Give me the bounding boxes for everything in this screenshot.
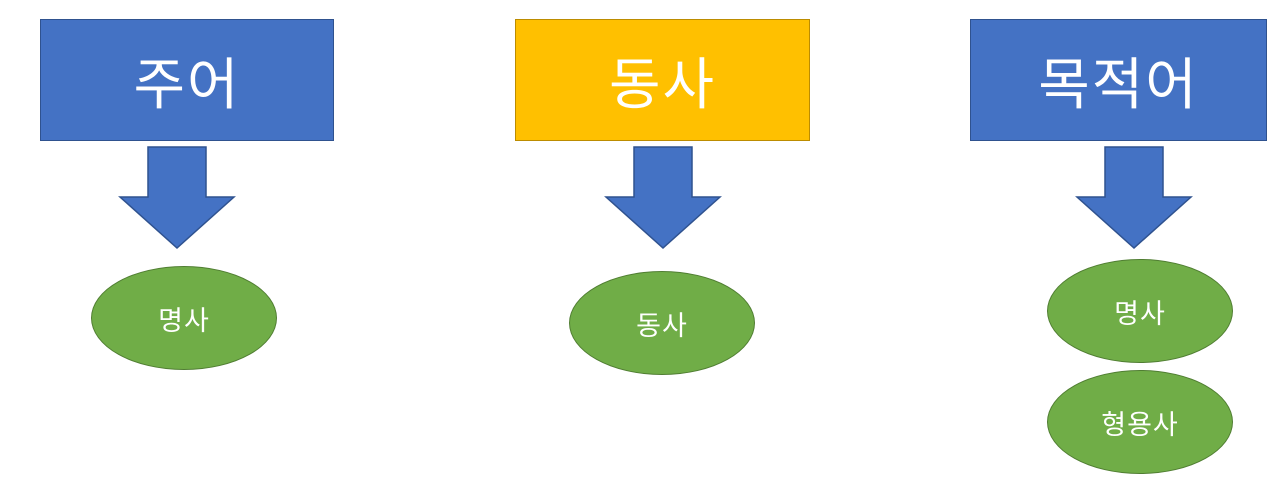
subject-down-arrow-icon: [118, 146, 236, 250]
object-down-arrow-icon: [1075, 146, 1193, 250]
verb-box: 동사: [515, 19, 810, 141]
verb-label: 동사: [608, 52, 717, 118]
object-box: 목적어: [970, 19, 1267, 141]
subject-noun-label: 명사: [158, 305, 210, 337]
verb-verb-ellipse: 동사: [569, 271, 755, 375]
subject-box: 주어: [40, 19, 334, 141]
object-adjective-ellipse: 형용사: [1047, 370, 1233, 474]
object-adjective-label: 형용사: [1101, 409, 1179, 441]
subject-label: 주어: [133, 52, 241, 118]
object-noun-label: 명사: [1114, 298, 1166, 330]
subject-noun-ellipse: 명사: [91, 266, 277, 370]
verb-down-arrow-icon: [604, 146, 722, 250]
object-label: 목적어: [1038, 52, 1199, 118]
verb-verb-label: 동사: [636, 310, 688, 342]
object-noun-ellipse: 명사: [1047, 259, 1233, 363]
